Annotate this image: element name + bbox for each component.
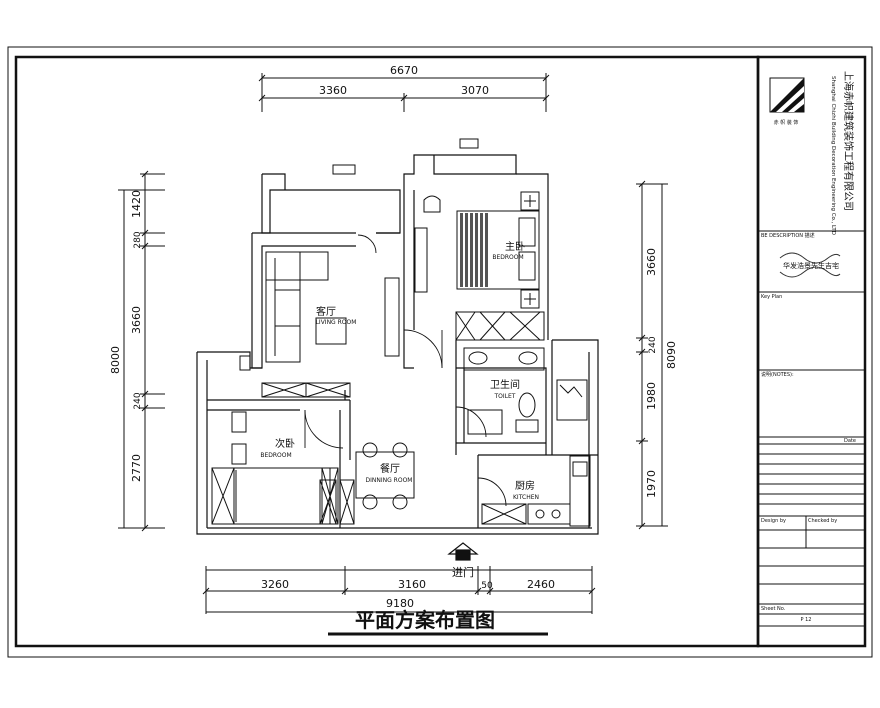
dim-bottom-d: 2460 [527,578,555,591]
kitchen-counter [481,455,591,527]
entrance-cabinet [319,479,355,525]
entrance-arrow-icon [447,542,479,561]
logo-caption: 赤 帜 装 饰 [774,119,799,126]
sheet-no-label: Sheet No. [761,606,786,612]
title-block-text: 上海赤帜建筑装饰工程有限公司 Shanghai Chizhi Building … [761,71,856,623]
living-tv-cabinet [261,382,351,398]
dim-left-e: 2770 [130,454,143,482]
master-wardrobe [384,227,545,357]
dim-left-total: 8000 [109,346,122,374]
room-living-cn: 客厅 [316,305,336,318]
dim-bottom-b: 3160 [398,578,426,591]
living-sofa [265,251,347,363]
outer-border [7,46,873,658]
dim-left-a: 1420 [130,190,143,218]
room-dining-en: DINNING ROOM [366,477,413,484]
room-toilet-en: TOILET [494,393,516,400]
dim-right-total: 8090 [665,341,678,369]
windows [332,138,479,175]
dim-top-right: 3070 [461,84,489,97]
dim-left-c: 3660 [130,306,143,334]
dim-top-total: 6670 [390,64,418,77]
dim-bottom-total: 9180 [386,597,414,610]
company-name-en: Shanghai Chizhi Building Decoration Engi… [830,76,836,235]
section-description: BE DESCRIPTION 描述 [761,232,815,239]
room-second-bedroom-cn: 次卧 [275,437,295,450]
room-second-bedroom-en: BEDROOM [260,452,291,459]
dining-table [355,442,415,510]
room-labels: 主卧 BEDROOM 客厅 LIVING ROOM 卫生间 TOILET 次卧 … [260,240,539,501]
dim-right-b: 240 [648,336,658,353]
design-label: Design by [761,518,786,524]
room-dining-cn: 餐厅 [380,462,400,475]
dim-right-d: 1970 [645,470,658,498]
room-kitchen-cn: 厨房 [515,479,535,492]
dim-right-c: 1980 [645,382,658,410]
walls [196,154,599,535]
dim-bottom-c: 50 [481,581,493,591]
dim-left-d: 240 [133,392,143,409]
room-master-bedroom-en: BEDROOM [492,254,523,261]
dimension-labels: 6670 3360 3070 3260 3160 50 2460 9180 [261,64,555,610]
title-block-lines [758,230,865,627]
checked-label: Checked by [808,518,837,524]
project-ornament-icon [779,252,841,278]
vertical-dimension-labels: 8000 1420 280 3660 240 2770 8090 3660 24… [109,190,678,498]
master-bed [423,191,540,309]
drawing-title: 平面方案布置图 [355,608,495,632]
room-living-en: LIVING ROOM [316,319,357,326]
dim-left-b: 280 [133,231,143,248]
room-toilet-cn: 卫生间 [490,378,520,391]
entrance-label: 进门 [452,565,474,579]
bathroom-fixtures [463,347,588,435]
key-plan-label: Key Plan [761,294,782,300]
project-name: 华发浩景先生吉宅 [783,261,839,270]
notes-header: 说明(NOTES): [761,371,794,378]
company-name: 上海赤帜建筑装饰工程有限公司 [842,71,855,211]
dimension-lines [118,73,668,614]
title-block-frame [756,55,867,648]
room-master-bedroom-cn: 主卧 [505,240,525,253]
dim-bottom-a: 3260 [261,578,289,591]
dim-right-a: 3660 [645,248,658,276]
date-label: Date [844,438,856,444]
room-kitchen-en: KITCHEN [513,494,539,501]
company-logo-icon [769,77,805,113]
sheet-value: P 12 [801,617,812,623]
door-swings [304,234,507,507]
dim-top-left: 3360 [319,84,347,97]
